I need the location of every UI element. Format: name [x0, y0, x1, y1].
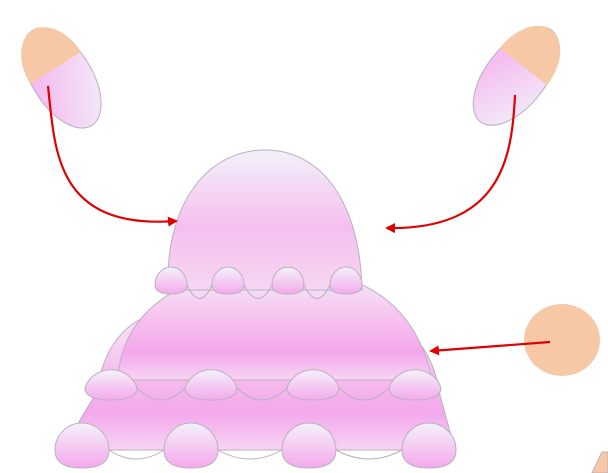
arrows: [46, 85, 551, 356]
bottom-scallops: [54, 422, 457, 469]
right-capsule-cap: [499, 25, 561, 86]
right-capsule: [472, 25, 561, 126]
left-capsule-cap: [21, 27, 82, 84]
middle-tier: [84, 267, 442, 401]
arrow-skin-to-tier: [429, 340, 551, 356]
middle-scallops: [84, 369, 442, 401]
arrow-left-capsule-to-dome: [46, 85, 178, 227]
top-dome: [154, 149, 363, 299]
corner-fragment: [591, 451, 608, 473]
left-capsule: [21, 27, 102, 129]
skin-circle: [524, 304, 600, 376]
arrow-right-capsule-to-dome: [385, 94, 517, 234]
top-dome-scallops: [154, 266, 363, 299]
